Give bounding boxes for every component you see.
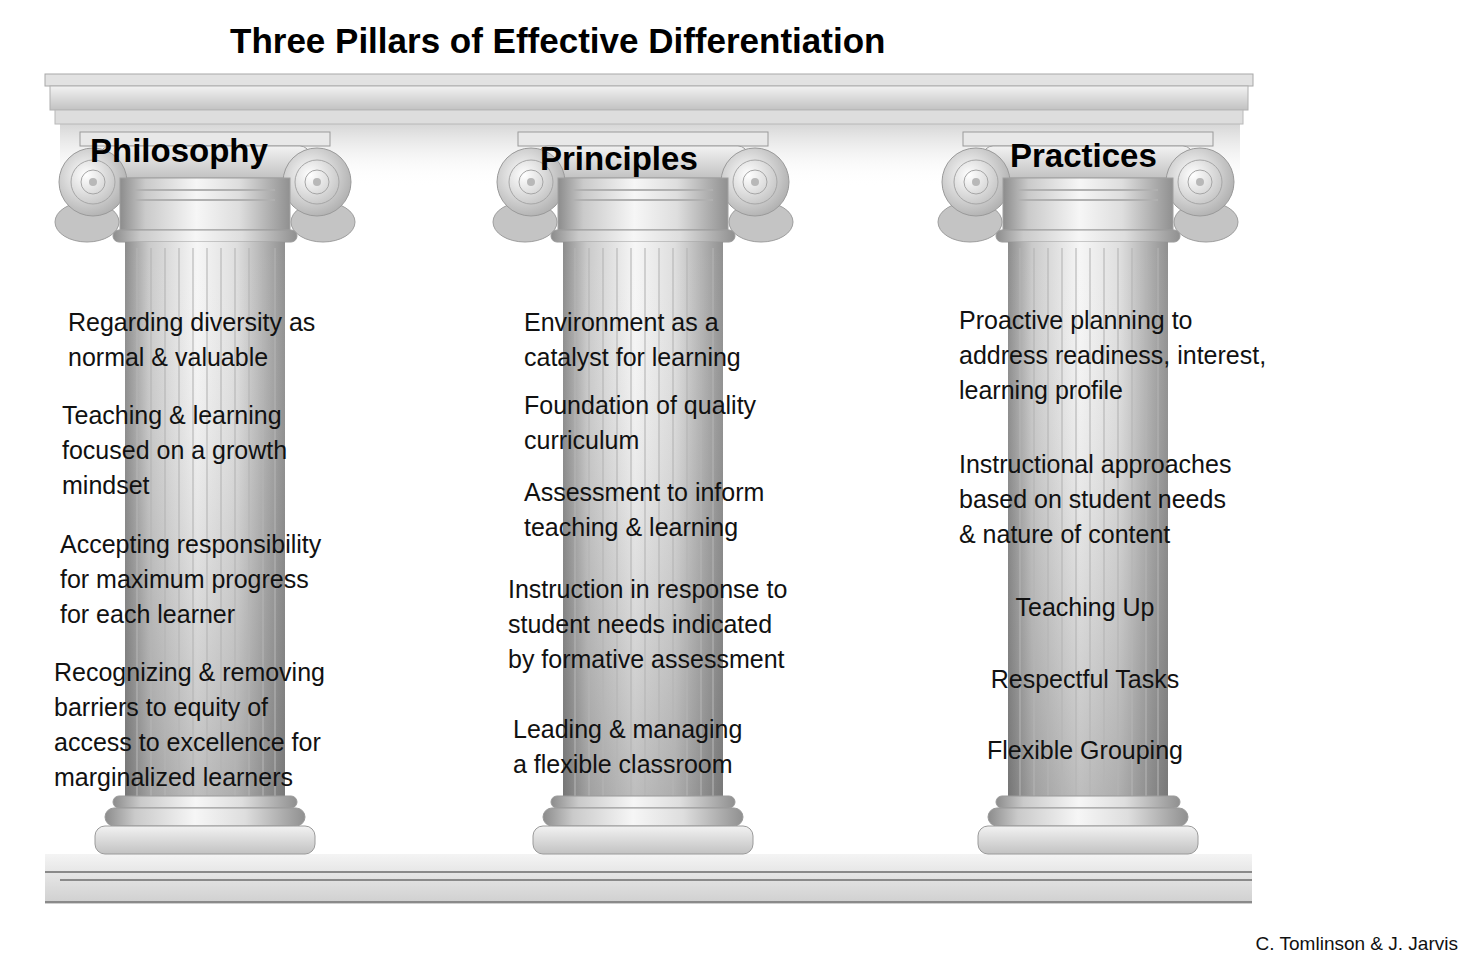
temple-part (493, 132, 793, 854)
pillar-node: PracticesProactive planning to address r… (940, 120, 1310, 820)
diagram-title: Three Pillars of Effective Differentiati… (230, 16, 885, 65)
pillar-heading: Philosophy (90, 128, 268, 174)
pillar-node: PrinciplesEnvironment as a catalyst for … (490, 120, 830, 820)
pillar-item: Leading & managing a flexible classroom (513, 712, 751, 782)
pillar-item: Teaching & learning focused on a growth … (62, 398, 314, 503)
pillar-node: PhilosophyRegarding diversity as normal … (40, 120, 370, 820)
pillar-item: Instruction in response to student needs… (508, 572, 797, 677)
pillar-item: Teaching Up (965, 590, 1205, 625)
pillar-item: Foundation of quality curriculum (524, 388, 786, 458)
pillar-item: Respectful Tasks (965, 662, 1205, 697)
temple-part (50, 86, 1248, 110)
pillar-item: Flexible Grouping (965, 733, 1205, 768)
temple-part (55, 132, 355, 854)
pillar-item: Assessment to inform teaching & learning (524, 475, 790, 545)
pillar-item: Recognizing & removing barriers to equit… (54, 655, 340, 795)
pillar-heading: Principles (540, 136, 698, 182)
pillar-item: Accepting responsibility for maximum pro… (60, 527, 340, 632)
temple-part (55, 110, 1243, 124)
temple-part (45, 872, 1252, 902)
pillar-item: Environment as a catalyst for learning (524, 305, 766, 375)
pillar-heading: Practices (1010, 133, 1157, 179)
pillar-item: Proactive planning to address readiness,… (959, 303, 1278, 408)
credit-label: C. Tomlinson & J. Jarvis (1256, 931, 1458, 958)
pillar-item: Instructional approaches based on studen… (959, 447, 1244, 552)
temple-part (45, 74, 1253, 86)
pillar-item: Regarding diversity as normal & valuable (68, 305, 340, 375)
temple-part (45, 854, 1252, 904)
